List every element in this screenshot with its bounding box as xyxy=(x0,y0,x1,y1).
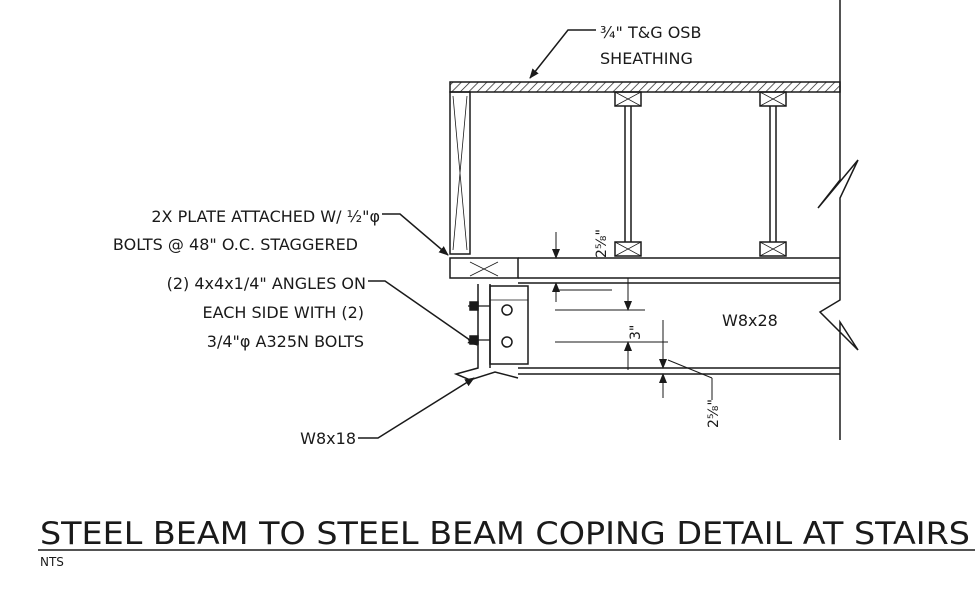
plate-label: 2X PLATE ATTACHED W/ ½"φ xyxy=(151,207,380,226)
angles-label: 3/4"φ A325N BOLTS xyxy=(207,332,364,351)
angles-label: EACH SIDE WITH (2) xyxy=(202,303,364,322)
scale-note: NTS xyxy=(40,555,64,569)
leader-angles xyxy=(368,280,478,346)
dim-bolt-spacing xyxy=(555,278,668,370)
sheathing-label: ¾" T&G OSB xyxy=(600,23,701,42)
break-line xyxy=(817,0,859,440)
dim-bottom-cope xyxy=(659,320,713,400)
dim-bolt-spacing-text: 3" xyxy=(628,325,644,340)
dim-top-cope xyxy=(550,232,612,302)
leader-plate xyxy=(382,213,449,256)
sheathing-label: SHEATHING xyxy=(600,49,693,68)
plate-label: BOLTS @ 48" O.C. STAGGERED xyxy=(113,235,358,254)
osb-sheathing xyxy=(449,81,841,93)
i-joist xyxy=(759,91,787,257)
rim-joist xyxy=(449,91,471,255)
clip-angle xyxy=(468,285,529,365)
leader-sheathing xyxy=(529,29,596,79)
i-joist xyxy=(614,91,642,257)
plate-2x xyxy=(449,257,519,279)
dim-bottom-cope-text: 2⅝" xyxy=(706,399,722,428)
beam-w8x28 xyxy=(518,257,840,375)
beam-w8x18-end xyxy=(453,284,519,381)
angles-label: (2) 4x4x1/4" ANGLES ON xyxy=(167,274,366,293)
w8x28-label: W8x28 xyxy=(722,311,778,330)
w8x18-label: W8x18 xyxy=(300,429,356,448)
leader-w8x18 xyxy=(358,377,475,439)
dim-top-cope-text: 2⅝" xyxy=(594,229,610,258)
drawing-title: STEEL BEAM TO STEEL BEAM COPING DETAIL A… xyxy=(40,516,970,552)
